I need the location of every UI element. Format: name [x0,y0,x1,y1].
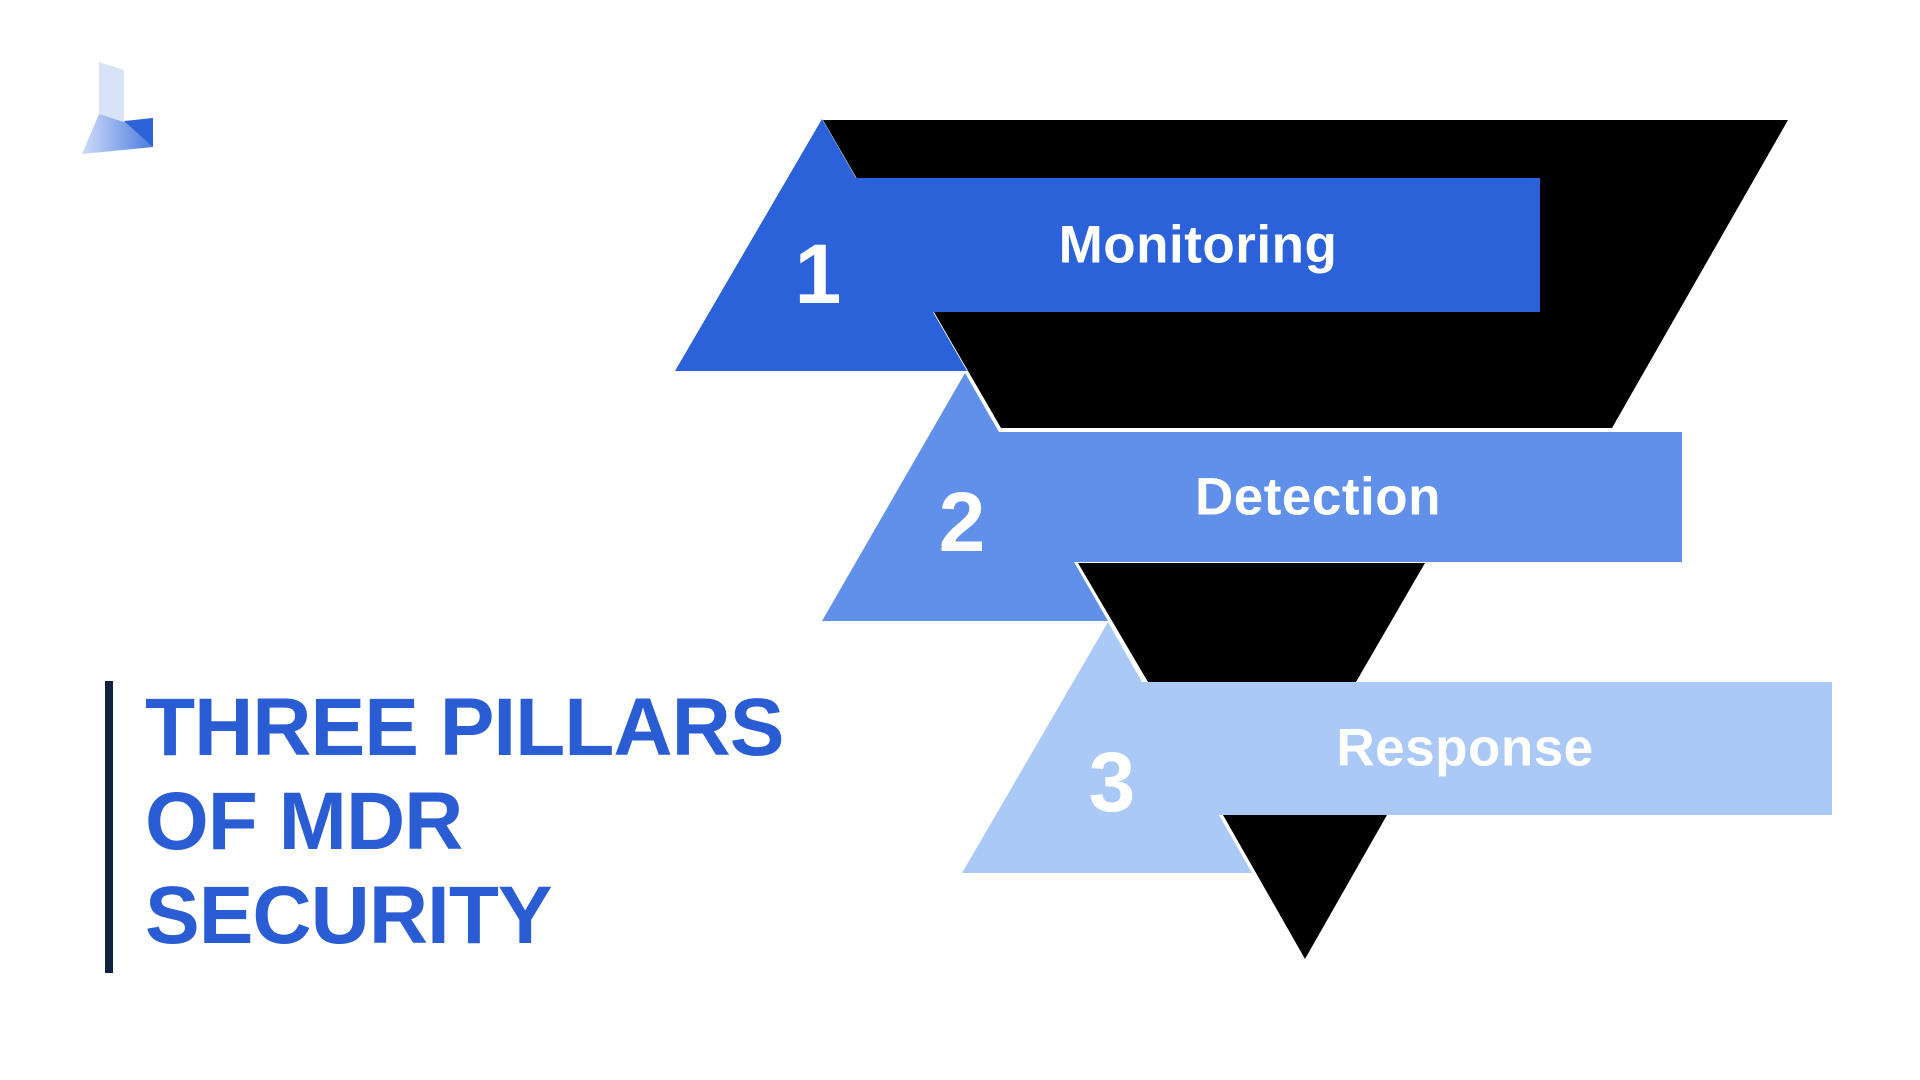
pillar-1-shape [675,119,1540,371]
funnel-black-layer-2 [1078,563,1425,682]
step-1-number: 1 [794,227,842,321]
title-accent-bar [105,681,113,973]
step-3-label: Response [1336,718,1594,778]
title-line-1: THREE PILLARS [145,682,784,773]
step-1-label: Monitoring [1058,215,1338,275]
pillar-2-shape [822,373,1682,621]
page-title: THREE PILLARS OF MDR SECURITY [145,681,784,963]
logo-dark-triangle [124,118,153,147]
title-line-2: OF MDR [145,776,463,867]
step-2-number: 2 [938,475,986,569]
title-line-3: SECURITY [145,870,553,961]
pillar-3-shape [962,622,1832,873]
step-2-label: Detection [1195,467,1441,527]
brand-logo-icon [82,62,153,154]
funnel-black-tip [1223,815,1387,959]
logo-pale-quad [99,62,124,122]
step-3-number: 3 [1088,735,1136,829]
